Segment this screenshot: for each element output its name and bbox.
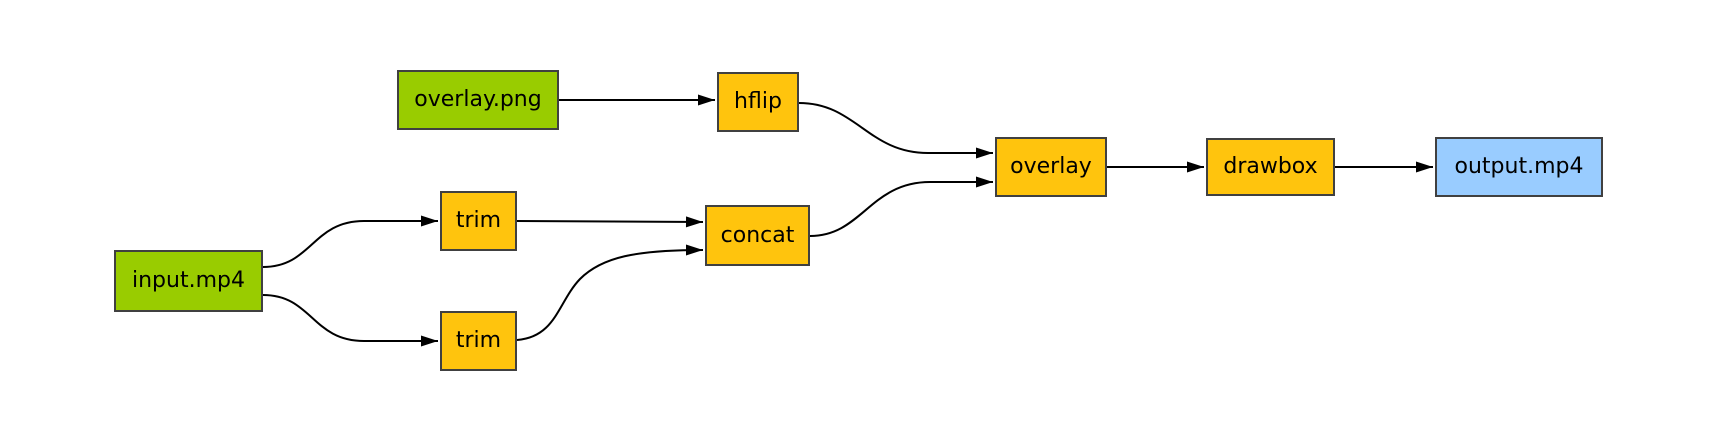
- node-concat: concat: [705, 205, 810, 266]
- node-output-mp4: output.mp4: [1435, 137, 1603, 197]
- node-label-input-mp4: input.mp4: [132, 268, 245, 293]
- node-label-trim-top: trim: [455, 208, 502, 233]
- edge-concat-to-overlay: [809, 176, 993, 237]
- edge-trim-bottom-to-concat: [516, 244, 704, 341]
- node-hflip: hflip: [717, 72, 799, 132]
- edge-input-mp4-to-trim-top: [262, 215, 438, 268]
- node-trim-bottom: trim: [440, 311, 517, 371]
- node-trim-top: trim: [440, 191, 517, 251]
- edge-trim-top-to-concat: [516, 216, 704, 228]
- node-label-output-mp4: output.mp4: [1454, 154, 1584, 179]
- node-label-drawbox: drawbox: [1223, 154, 1318, 179]
- node-label-trim-bottom: trim: [455, 328, 502, 353]
- node-label-overlay: overlay: [1010, 154, 1092, 179]
- edge-input-mp4-to-trim-bottom: [262, 294, 438, 347]
- node-input-mp4: input.mp4: [114, 250, 263, 312]
- node-label-concat: concat: [720, 222, 795, 248]
- node-label-overlay-png: overlay.png: [414, 87, 542, 112]
- node-overlay: overlay: [995, 137, 1107, 197]
- node-overlay-png: overlay.png: [397, 70, 559, 130]
- edge-hflip-to-overlay: [798, 102, 993, 159]
- node-drawbox: drawbox: [1206, 138, 1335, 196]
- node-label-hflip: hflip: [734, 89, 782, 114]
